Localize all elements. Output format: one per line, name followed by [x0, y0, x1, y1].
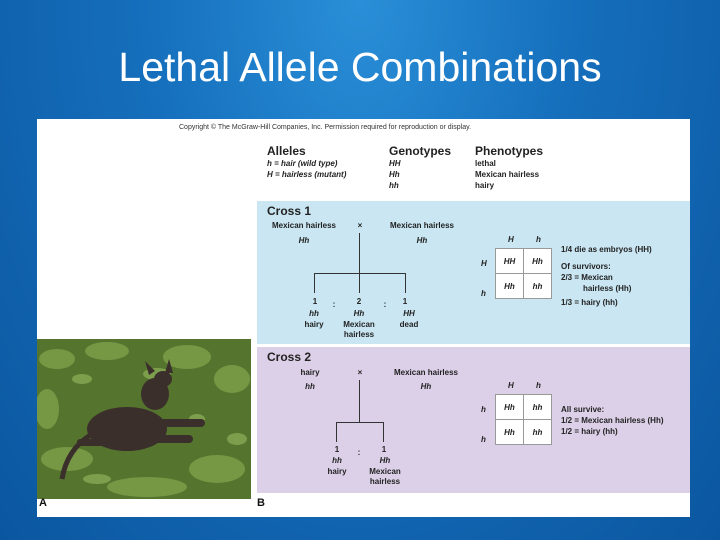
- cross1-title: Cross 1: [267, 204, 312, 218]
- cross2-offspring-phenotype: hairy: [327, 467, 347, 476]
- cross1-parent2: Mexican hairless: [389, 221, 455, 230]
- cross2-ratio-sep: :: [357, 448, 361, 457]
- cross1-offspring-genotype: hh: [309, 309, 319, 318]
- cross1-offspring-genotype: Hh: [353, 309, 365, 318]
- cross2-line-left: [336, 422, 337, 442]
- cross1-punnett-row-header: h: [481, 289, 486, 298]
- punnett-cell: Hh: [495, 273, 524, 299]
- cross2-punnett-row-header: h: [481, 435, 486, 444]
- cross1-ratio: 2: [356, 297, 362, 306]
- panel-a-label: A: [39, 497, 47, 509]
- cross2-ratio: 1: [334, 445, 340, 454]
- cross1-punnett-row-header: H: [481, 259, 487, 268]
- cross2-notes: All survive: 1/2 = Mexican hairless (Hh)…: [561, 404, 664, 437]
- phenotypes-legend: Phenotypes lethal Mexican hairless hairy: [475, 144, 543, 191]
- alleles-header: Alleles: [267, 144, 306, 158]
- cross1-parent1-genotype: Hh: [298, 236, 310, 245]
- cross2-punnett-row-header: h: [481, 405, 486, 414]
- hairless-dog-photo: [37, 339, 251, 499]
- cross1-line-horizontal: [314, 273, 406, 274]
- cross2-note: All survive:: [561, 405, 605, 414]
- cross2-punnett-col-header: h: [536, 381, 541, 390]
- cross1-ratio-sep: :: [383, 300, 387, 309]
- copyright-notice: Copyright © The McGraw-Hill Companies, I…: [179, 124, 472, 131]
- cross1-ratio-sep: :: [332, 300, 336, 309]
- cross1-punnett-square: HH Hh Hh hh: [495, 248, 552, 299]
- cross1-note: 1/3 = hairy (hh): [561, 298, 618, 307]
- cross2-line-horizontal: [336, 422, 384, 423]
- phenotype-line: lethal: [475, 159, 496, 168]
- phenotypes-header: Phenotypes: [475, 144, 544, 158]
- cross1-note: 1/4 die as embryos (HH): [561, 245, 652, 254]
- cross1-offspring-genotype: HH: [403, 309, 415, 318]
- cross1-offspring-phenotype: hairy: [304, 320, 324, 329]
- cross2-title: Cross 2: [267, 350, 312, 364]
- cross1-note: hairless (Hh): [583, 284, 632, 293]
- punnett-cell: hh: [523, 394, 552, 420]
- cross2-times: ×: [357, 368, 363, 377]
- cross2-panel: [257, 347, 690, 493]
- punnett-cell: hh: [523, 273, 552, 299]
- genotype-line: hh: [389, 181, 399, 190]
- genotypes-legend: Genotypes HH Hh hh: [389, 144, 451, 191]
- punnett-cell: HH: [495, 248, 524, 274]
- alleles-legend: Alleles h = hair (wild type) H = hairles…: [267, 144, 346, 180]
- cross2-offspring-genotype: Hh: [379, 456, 391, 465]
- cross2-parent1-genotype: hh: [305, 382, 315, 391]
- cross1-offspring-phenotype: dead: [399, 320, 419, 329]
- slide-title: Lethal Allele Combinations: [118, 44, 602, 90]
- cross1-panel: [257, 201, 690, 344]
- cross2-offspring-genotype: hh: [332, 456, 342, 465]
- cross1-ratio: 1: [312, 297, 318, 306]
- panel-b-label: B: [257, 497, 265, 509]
- cross1-parent2-genotype: Hh: [416, 236, 428, 245]
- cross1-punnett-col-header: h: [536, 235, 541, 244]
- cross2-punnett-col-header: H: [508, 381, 514, 390]
- cross1-parent1: Mexican hairless: [271, 221, 337, 230]
- cross1-line-left: [314, 273, 315, 293]
- allele-line: H = hairless (mutant): [267, 170, 347, 179]
- punnett-cell: Hh: [495, 419, 524, 445]
- cross2-note: 1/2 = Mexican hairless (Hh): [561, 416, 664, 425]
- cross1-note: Of survivors:: [561, 262, 611, 271]
- cross2-line-vertical: [359, 380, 360, 422]
- cross2-offspring-phenotype: Mexican hairless: [369, 467, 401, 486]
- cross2-punnett-square: Hh hh Hh hh: [495, 394, 552, 445]
- cross2-ratio: 1: [381, 445, 387, 454]
- genotype-line: Hh: [389, 170, 400, 179]
- cross1-line-right: [405, 273, 406, 293]
- cross1-line-vertical: [359, 233, 360, 273]
- cross1-ratio: 1: [402, 297, 408, 306]
- punnett-cell: Hh: [523, 248, 552, 274]
- cross1-notes: 1/4 die as embryos (HH) Of survivors: 2/…: [561, 244, 652, 308]
- cross2-parent2: Mexican hairless: [393, 368, 459, 377]
- phenotype-line: Mexican hairless: [475, 170, 540, 179]
- phenotype-line: hairy: [475, 181, 495, 190]
- genetics-figure: Copyright © The McGraw-Hill Companies, I…: [37, 119, 690, 517]
- cross2-line-right: [383, 422, 384, 442]
- punnett-cell: hh: [523, 419, 552, 445]
- cross1-note: 2/3 = Mexican: [561, 273, 613, 282]
- cross2-parent1: hairy: [300, 368, 320, 377]
- genotype-line: HH: [389, 159, 401, 168]
- allele-line: h = hair (wild type): [267, 159, 338, 168]
- cross1-offspring-phenotype: Mexican hairless: [343, 320, 375, 339]
- cross2-parent2-genotype: Hh: [420, 382, 432, 391]
- cross2-note: 1/2 = hairy (hh): [561, 427, 618, 436]
- cross1-punnett-col-header: H: [508, 235, 514, 244]
- genotypes-header: Genotypes: [389, 144, 452, 158]
- cross1-line-mid: [359, 273, 360, 293]
- punnett-cell: Hh: [495, 394, 524, 420]
- cross1-times: ×: [357, 221, 363, 230]
